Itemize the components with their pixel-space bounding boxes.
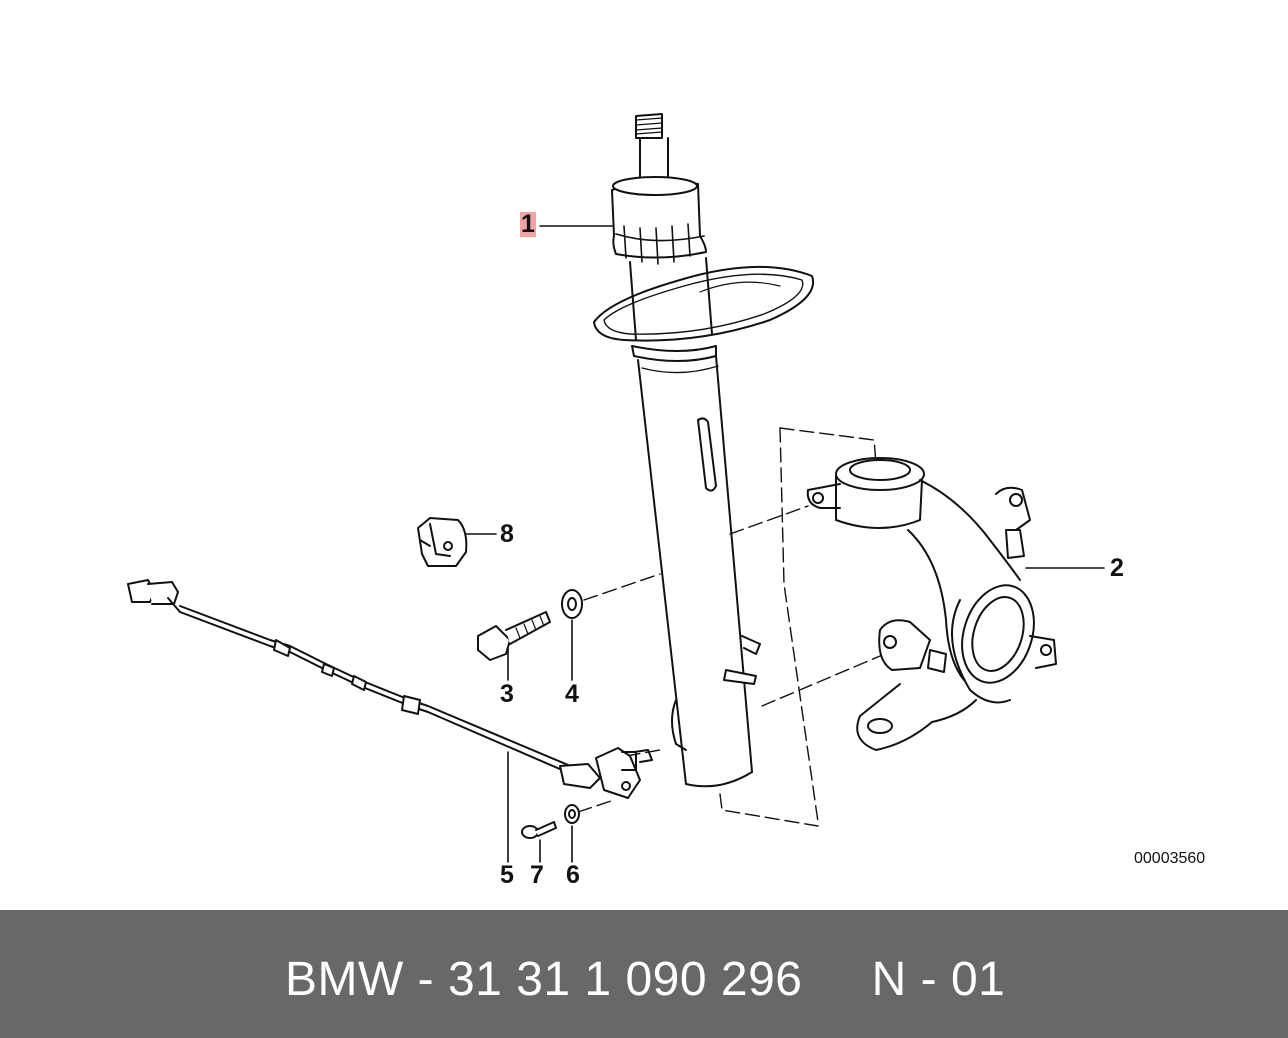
- small-washer-part: [564, 804, 580, 824]
- bolt-part: [477, 611, 551, 661]
- mounting-frame-lines: [577, 427, 881, 827]
- callout-2: 2: [1110, 554, 1124, 582]
- callout-5: 5: [500, 861, 514, 889]
- clip-part: [417, 517, 468, 567]
- callout-3: 3: [500, 680, 514, 708]
- washer-part: [561, 589, 583, 619]
- callout-6: 6: [566, 861, 580, 889]
- speed-sensor-cable: [127, 579, 653, 799]
- shock-absorber-strut: [593, 113, 815, 788]
- footer-bar: [0, 910, 1288, 1038]
- callout-8: 8: [500, 520, 514, 548]
- screw-part: [521, 821, 557, 839]
- callout-7: 7: [530, 861, 544, 889]
- leader-lines: [465, 225, 1105, 863]
- diagram-drawing: [127, 113, 1105, 863]
- callout-1: 1: [520, 210, 536, 238]
- callout-4: 4: [565, 680, 579, 708]
- part-number-caption: BMW - 31 31 1 090 296 N - 01: [285, 953, 1006, 1006]
- parts-diagram: 1 2 3 4 5 6 7 8 00003560: [127, 113, 1206, 889]
- steering-knuckle: [806, 457, 1057, 751]
- diagram-reference-number: 00003560: [1134, 850, 1206, 867]
